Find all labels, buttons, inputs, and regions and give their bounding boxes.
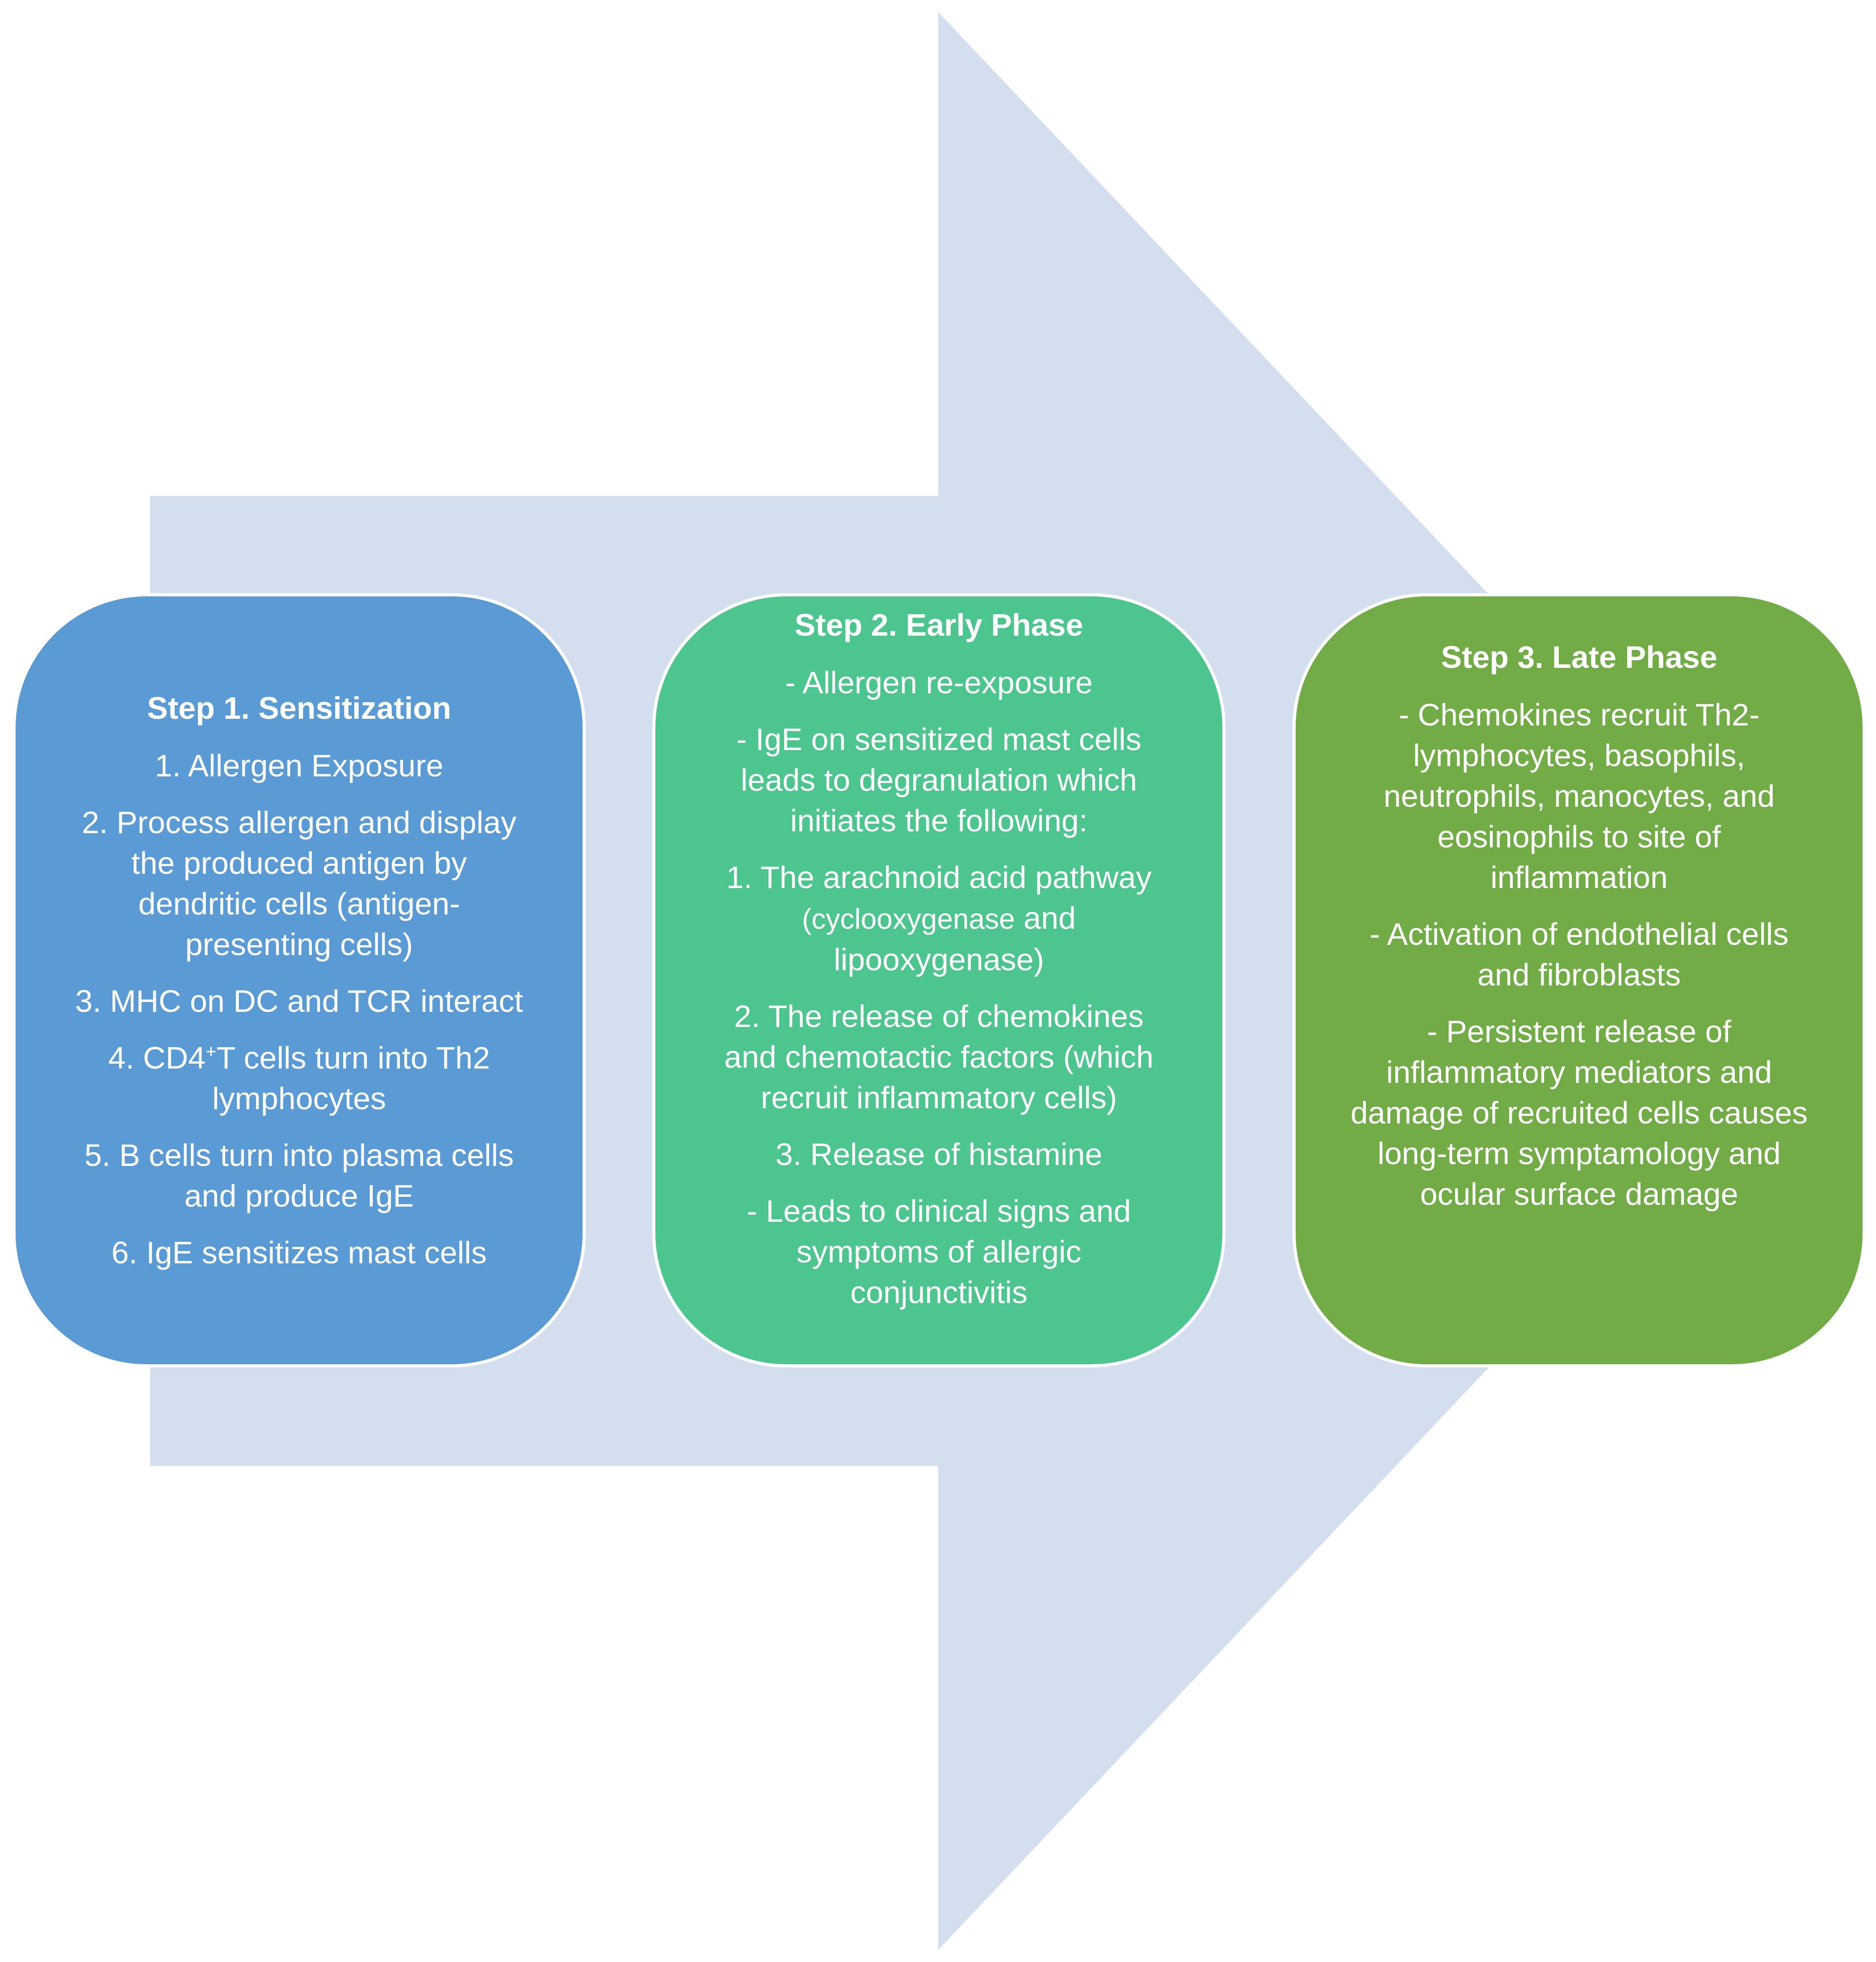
step-1-sensitization-box: Step 1. Sensitization 1. Allergen Exposu… [13,593,586,1367]
step-2-item-6: - Leads to clinical signs and symptoms o… [747,1194,1131,1310]
step-3-late-phase-box: Step 3. Late Phase - Chemokines recruit … [1293,593,1866,1367]
step-2-item-4: 2. The release of chemokines and chemota… [724,999,1154,1115]
step-3-title: Step 3. Late Phase [1441,640,1717,675]
step-1-item-1: 1. Allergen Exposure [155,748,444,783]
step-2-item-3: 1. The arachnoid acid pathway (cyclooxyge… [726,857,1151,980]
step-1-item-4-suffix: T cells turn into Th2 lymphocytes [212,1040,490,1116]
step-3-item-2: - Activation of endothelial cells and fi… [1369,917,1789,992]
step-1-item-4: 4. CD4+T cells turn into Th2 lymphocytes [108,1038,490,1119]
step-3-item-3: - Persistent release of inflammatory med… [1350,1014,1808,1212]
step-2-item-3-small: (cyclooxygenase [802,903,1015,935]
step-2-item-2: - IgE on sensitized mast cells leads to … [736,722,1142,838]
step-1-item-2: 2. Process allergen and display the prod… [82,805,516,962]
step-1-item-4-prefix: 4. CD4 [108,1040,206,1075]
step-2-title: Step 2. Early Phase [794,608,1083,642]
step-1-title: Step 1. Sensitization [147,691,451,725]
step-2-item-3-rest: and lipooxygenase) [834,901,1076,977]
step-3-item-1: - Chemokines recruit Th2- lymphocytes, b… [1383,697,1775,895]
step-1-item-5: 5. B cells turn into plasma cells and pr… [84,1138,514,1213]
step-2-item-3-line1: 1. The arachnoid acid pathway [726,860,1152,895]
step-1-item-6: 6. IgE sensitizes mast cells [111,1235,487,1270]
step-2-early-phase-box: Step 2. Early Phase - Allergen re-exposu… [652,593,1225,1367]
step-2-item-1: - Allergen re-exposure [785,665,1093,700]
step-1-item-3: 3. MHC on DC and TCR interact [75,984,523,1019]
step-1-item-4-superscript: + [206,1040,217,1062]
step-2-item-5: 3. Release of histamine [775,1137,1103,1172]
